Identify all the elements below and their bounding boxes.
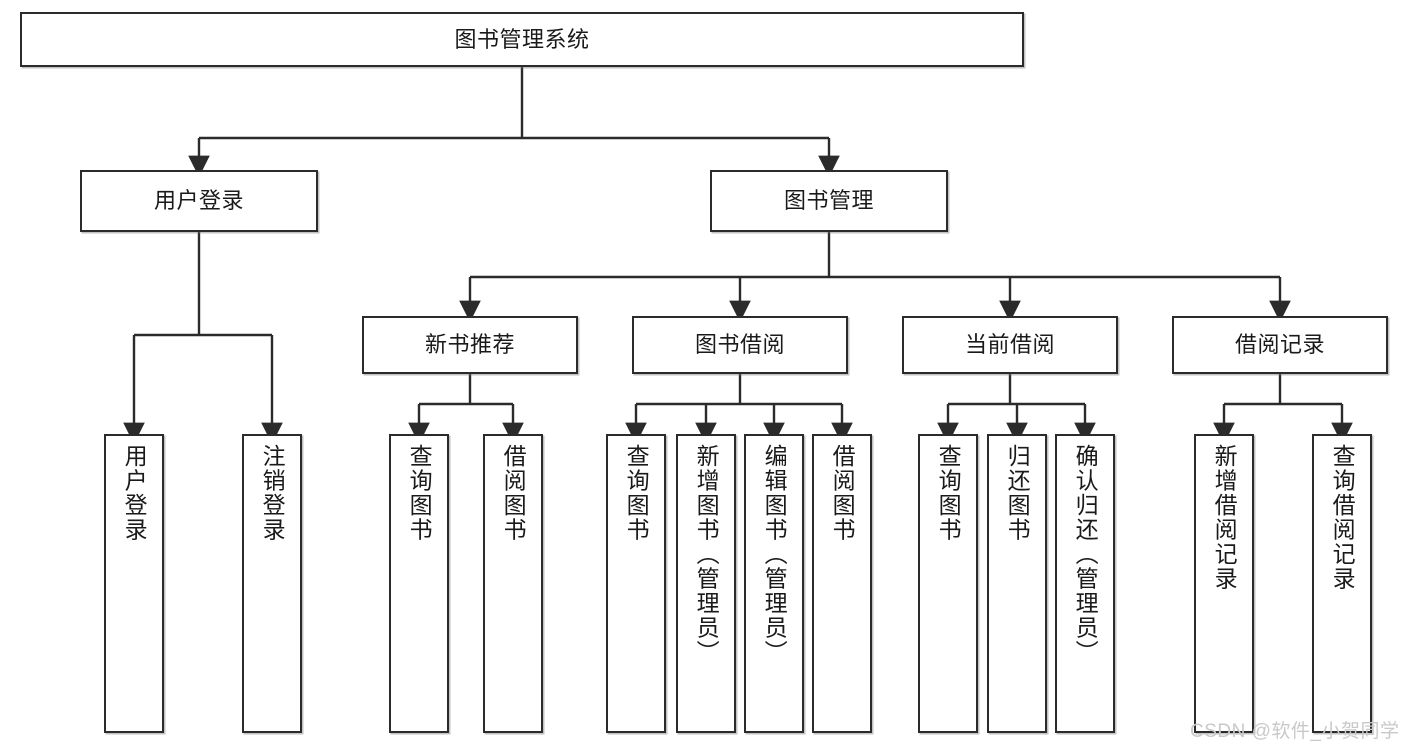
node-label: 图书管理	[783, 188, 874, 214]
node-book-management[interactable]: 图书管理	[710, 170, 948, 232]
node-label: 用户登录	[121, 444, 148, 542]
node-current-borrow[interactable]: 当前借阅	[902, 316, 1118, 374]
node-user-login[interactable]: 用户登录	[80, 170, 318, 232]
node-label: 编辑图书（管理员）	[761, 444, 788, 665]
watermark-text: CSDN @软件_小贺同学	[1190, 721, 1400, 742]
node-label: 借阅图书	[829, 444, 856, 542]
node-book-management-system[interactable]: 图书管理系统	[20, 12, 1024, 67]
node-label: 查询图书	[406, 444, 433, 542]
node-leaf-return-books[interactable]: 归还图书	[987, 434, 1047, 733]
node-label: 归还图书	[1004, 444, 1031, 542]
node-leaf-edit-book-admin[interactable]: 编辑图书（管理员）	[744, 434, 804, 733]
node-leaf-query-books-1[interactable]: 查询图书	[389, 434, 449, 733]
node-leaf-query-borrow-record[interactable]: 查询借阅记录	[1312, 434, 1372, 733]
node-book-borrow[interactable]: 图书借阅	[632, 316, 848, 374]
node-leaf-logout-login[interactable]: 注销登录	[242, 434, 302, 733]
node-label: 确认归还（管理员）	[1072, 444, 1099, 665]
node-leaf-add-book-admin[interactable]: 新增图书（管理员）	[676, 434, 736, 733]
node-label: 注销登录	[259, 444, 286, 542]
node-new-book-recommend[interactable]: 新书推荐	[362, 316, 578, 374]
node-leaf-add-borrow-record[interactable]: 新增借阅记录	[1194, 434, 1254, 733]
node-label: 新增借阅记录	[1211, 444, 1238, 591]
node-label: 借阅图书	[500, 444, 527, 542]
node-label: 查询图书	[623, 444, 650, 542]
node-label: 查询图书	[935, 444, 962, 542]
node-label: 查询借阅记录	[1329, 444, 1356, 591]
node-leaf-user-login[interactable]: 用户登录	[104, 434, 164, 733]
node-leaf-borrow-books-1[interactable]: 借阅图书	[483, 434, 543, 733]
node-label: 当前借阅	[964, 332, 1055, 358]
node-label: 图书借阅	[694, 332, 785, 358]
node-label: 新增图书（管理员）	[693, 444, 720, 665]
node-label: 借阅记录	[1234, 332, 1325, 358]
node-leaf-query-books-3[interactable]: 查询图书	[918, 434, 978, 733]
node-label: 图书管理系统	[454, 26, 590, 52]
node-label: 新书推荐	[424, 332, 515, 358]
node-leaf-query-books-2[interactable]: 查询图书	[606, 434, 666, 733]
node-borrow-record[interactable]: 借阅记录	[1172, 316, 1388, 374]
node-leaf-confirm-return-admin[interactable]: 确认归还（管理员）	[1055, 434, 1115, 733]
node-label: 用户登录	[153, 188, 244, 214]
node-leaf-borrow-books-2[interactable]: 借阅图书	[812, 434, 872, 733]
